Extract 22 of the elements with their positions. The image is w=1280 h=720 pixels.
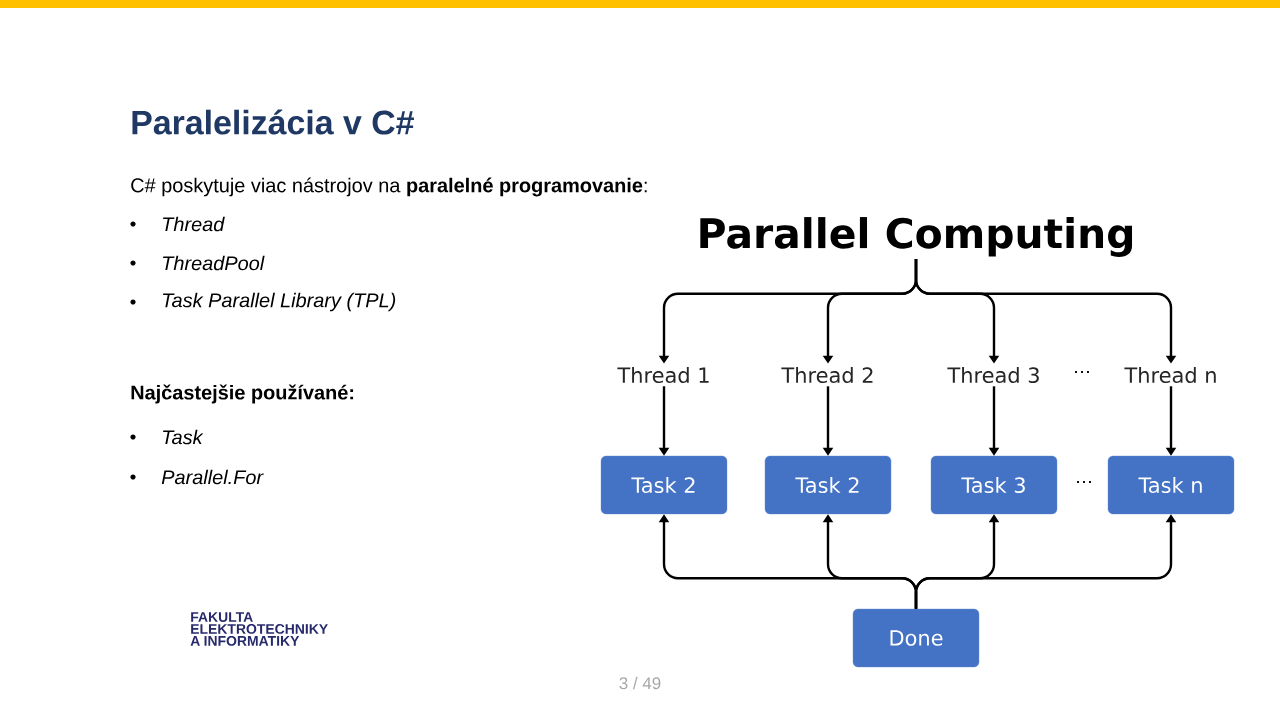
slide-title: Paralelizácia v C# <box>132 109 414 135</box>
faculty-name: FAKULTA ELEKTROTECHNIKY A INFORMATIKY <box>190 612 328 646</box>
bullet-item: Task Parallel Library (TPL) <box>163 292 396 312</box>
page-number: 3 / 49 <box>619 676 661 690</box>
ellipsis: … <box>1077 480 1091 484</box>
thread-label: Thread 2 <box>781 366 873 384</box>
thread-label: Thread 3 <box>947 366 1039 384</box>
task-box: Task n <box>1107 455 1235 515</box>
task-box: Task 2 <box>600 455 728 515</box>
bullet-item: Thread <box>163 216 225 232</box>
bullet-item: ThreadPool <box>163 255 265 271</box>
thread-label: Thread n <box>1124 366 1216 384</box>
thread-label: Thread 1 <box>617 366 709 384</box>
diagram-heading: Parallel Computing <box>700 217 1132 257</box>
ellipsis: … <box>1075 370 1089 374</box>
task-box: Task 2 <box>764 455 892 515</box>
task-box: Done <box>852 608 980 668</box>
bullet-item: Parallel.For <box>161 469 264 485</box>
intro-text: C# poskytuje viac nástrojov na paralelné programovanie: <box>131 177 647 197</box>
task-box: Task 3 <box>930 455 1058 515</box>
subheading: Najčastejšie používané: <box>131 384 354 404</box>
bullet-item: Task <box>163 429 204 445</box>
